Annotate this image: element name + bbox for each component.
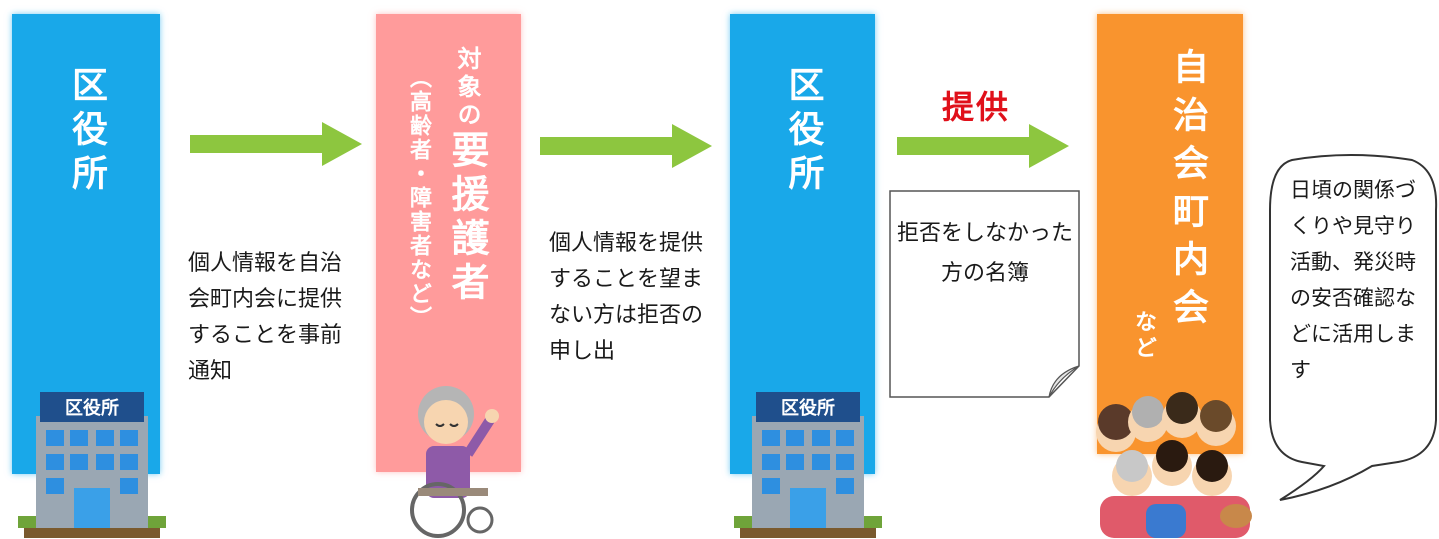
list-note-text: 拒否をしなかった方の名簿: [896, 221, 1073, 286]
ward-office-building-icon: 区役所: [18, 392, 166, 538]
speech-bubble-text: 日頃の関係づくりや見守り活動、発災時の安否確認などに活用します: [1290, 178, 1416, 382]
ward-office-label-1: 区役所: [66, 66, 107, 198]
provide-label: 提供: [942, 88, 1011, 126]
wheelchair-elder-icon: [410, 386, 499, 538]
building-sign-text-2: 区役所: [781, 397, 835, 419]
building-sign-text: 区役所: [65, 397, 119, 419]
association-main-label: 自治会町内会: [1167, 48, 1208, 336]
target-main-label: 要援護者: [445, 130, 489, 306]
refusal-text: 個人情報を提供することを望まない方は拒否の申し出: [549, 231, 704, 364]
list-note-paper-icon: [889, 190, 1080, 398]
association-box: 自治会町内会 など: [1097, 14, 1243, 454]
arrow-right-icon-1: [190, 122, 362, 166]
notice-text: 個人情報を自治会町内会に提供することを事前通知: [188, 251, 343, 384]
ward-office-building-icon-2: 区役所: [734, 392, 882, 538]
target-note-label: （高齢者・障害者など）: [406, 66, 431, 330]
ward-office-label-2: 区役所: [782, 66, 824, 198]
community-people-icon: [1096, 392, 1252, 538]
speech-bubble-icon: [1269, 154, 1438, 501]
arrow-right-icon-2: [540, 124, 712, 168]
association-suffix-label: など: [1131, 310, 1156, 362]
arrow-right-icon-3: [897, 124, 1069, 168]
target-prefix-label: 対象の: [453, 46, 481, 130]
